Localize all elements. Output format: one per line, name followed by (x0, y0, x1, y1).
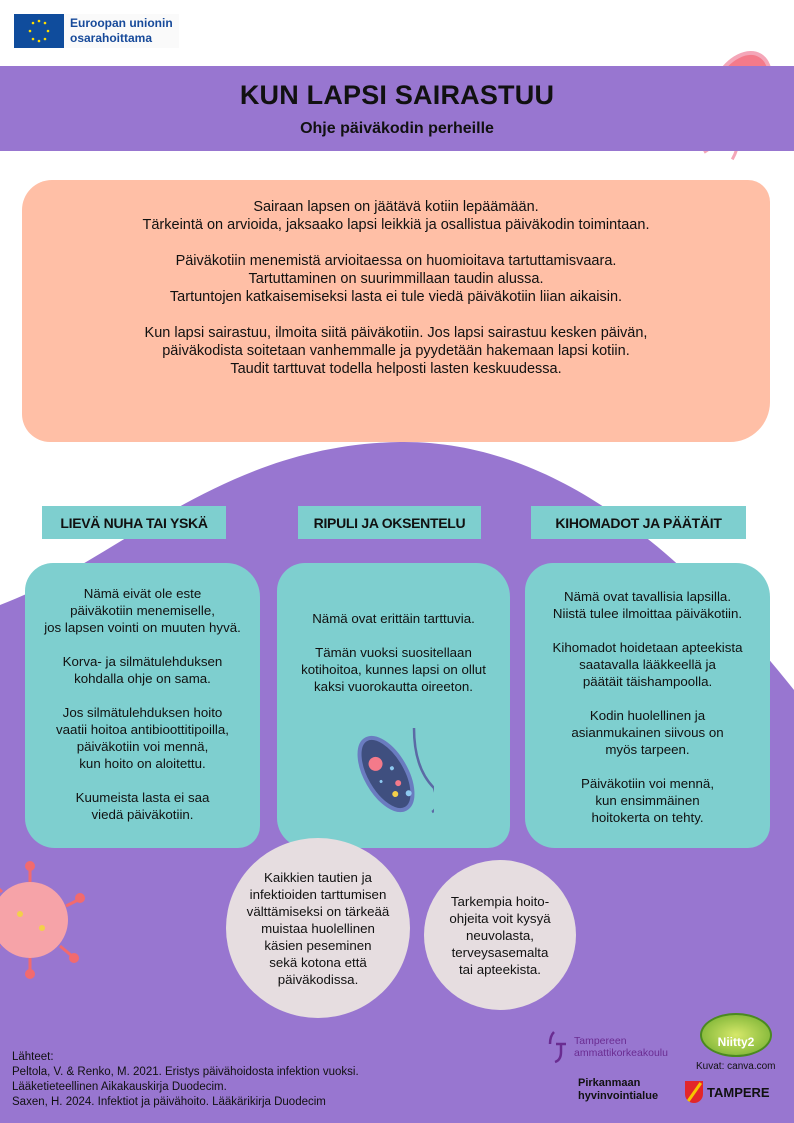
source-item: Peltola, V. & Renko, M. 2021. Eristys pä… (12, 1066, 359, 1093)
page-subtitle: Ohje päiväkodin perheille (300, 120, 494, 137)
card-paragraph: Kodin huolellinen ja asianmukainen siivo… (571, 708, 724, 757)
card-paragraph: Kihomadot hoidetaan apteekista saatavall… (552, 640, 743, 689)
page-title: KUN LAPSI SAIRASTUU (239, 80, 555, 110)
bacteria-icon (357, 727, 438, 814)
card-paragraph: Nämä ovat erittäin tarttuvia. (312, 611, 475, 626)
card-diarrhea: Nämä ovat erittäin tarttuvia. Tämän vuok… (277, 563, 510, 848)
card-paragraph: Tämän vuoksi suositellaan kotihoitoa, ku… (301, 645, 486, 694)
heading-mild-cold: LIEVÄ NUHA TAI YSKÄ (42, 506, 226, 539)
card-paragraph: Kuumeista lasta ei saa viedä päiväkotiin… (75, 790, 210, 822)
tampere-logo-text: TAMPERE (707, 1084, 770, 1100)
card-paragraph: Korva- ja silmätulehduksen kohdalla ohje… (62, 654, 223, 686)
tampere-logo: TAMPERE (685, 1081, 770, 1103)
heading-pinworms-lice: KIHOMADOT JA PÄÄTÄIT (531, 506, 746, 539)
handwashing-bubble: Kaikkien tautien ja infektioiden tarttum… (226, 838, 410, 1018)
images-credit: Kuvat: canva.com (696, 1061, 776, 1072)
more-info-bubble: Tarkempia hoito- ohjeita voit kysyä neuv… (424, 860, 576, 1010)
eu-funding-logo: Euroopan unionin osarahoittama (14, 14, 179, 48)
intro-paragraph: Sairaan lapsen on jäätävä kotiin lepäämä… (142, 199, 650, 233)
card-mild-cold: Nämä eivät ole este päiväkotiin menemise… (25, 563, 260, 848)
card-paragraph: Nämä ovat tavallisia lapsilla. Niistä tu… (552, 589, 743, 621)
intro-box: Sairaan lapsen on jäätävä kotiin lepäämä… (22, 180, 770, 442)
eu-logo-text: Euroopan unionin osarahoittama (70, 16, 173, 45)
intro-paragraph: Päiväkotiin menemistä arvioitaessa on hu… (169, 253, 623, 305)
sources: Lähteet: Peltola, V. & Renko, M. 2021. E… (12, 1050, 359, 1110)
pirkanmaa-logo: Pirkanmaan hyvinvointialue (578, 1077, 659, 1102)
card-paragraph: Päiväkotiin voi mennä, kun ensimmäinen h… (580, 776, 715, 825)
sources-label: Lähteet: (12, 1051, 54, 1063)
virus-illustration (0, 861, 85, 979)
tamk-logo: Tampereen ammattikorkeakoulu (548, 1030, 668, 1064)
tamk-logo-text: Tampereen ammattikorkeakoulu (574, 1035, 668, 1059)
intro-paragraph: Kun lapsi sairastuu, ilmoita siitä päivä… (144, 325, 648, 377)
eu-flag-icon (14, 14, 64, 48)
tampere-shield-icon (685, 1081, 703, 1103)
source-item: Saxen, H. 2024. Infektiot ja päivähoito.… (12, 1096, 326, 1108)
tamk-logo-icon (548, 1031, 566, 1064)
card-pinworms-lice: Nämä ovat tavallisia lapsilla. Niistä tu… (525, 563, 770, 848)
card-paragraph: Nämä eivät ole este päiväkotiin menemise… (44, 586, 241, 635)
card-paragraph: Jos silmätulehduksen hoito vaatii hoitoa… (56, 705, 229, 771)
heading-diarrhea: RIPULI JA OKSENTELU (298, 506, 481, 539)
niitty-logo: Niitty2 (700, 1013, 772, 1057)
title-band (0, 66, 794, 151)
